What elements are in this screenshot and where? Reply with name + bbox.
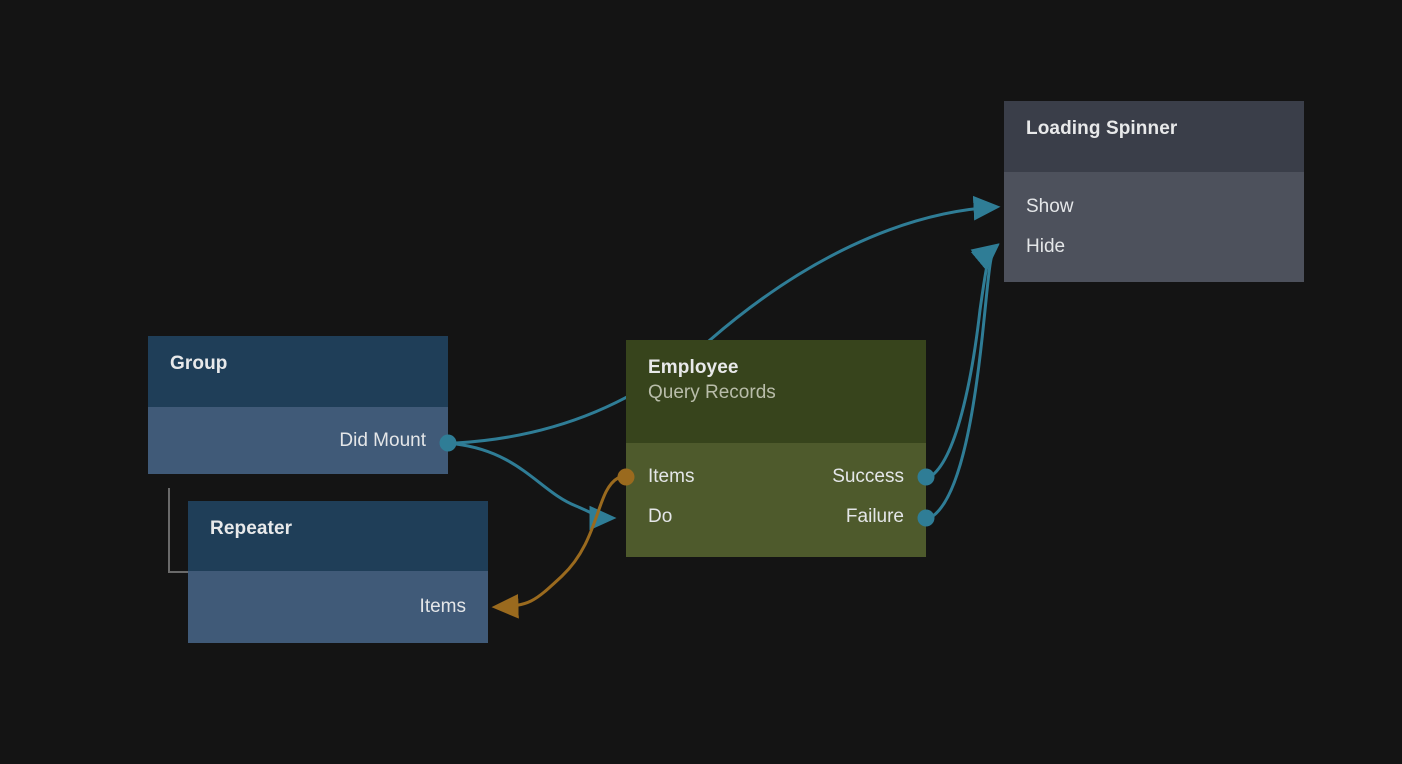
port-label-did-mount: Did Mount	[339, 429, 426, 451]
port-label-repeater-items: Items	[419, 596, 466, 617]
node-loading-spinner-title: Loading Spinner	[1026, 118, 1178, 139]
node-repeater-header[interactable]: Repeater	[188, 501, 488, 571]
node-group[interactable]: Group Did Mount	[148, 336, 448, 474]
port-row-repeater-items[interactable]: Items	[188, 571, 488, 643]
port-row-employee-do-failure[interactable]: Do Failure	[626, 497, 926, 537]
port-label-employee-items: Items	[648, 466, 695, 487]
node-group-title: Group	[170, 353, 228, 374]
port-row-hide[interactable]: Hide	[1004, 227, 1304, 267]
port-label-hide: Hide	[1026, 236, 1066, 257]
node-loading-spinner-body: Show Hide	[1004, 172, 1304, 282]
node-employee-body: Items Success Do Failure	[626, 443, 926, 557]
port-row-employee-items-success[interactable]: Items Success	[626, 457, 926, 497]
node-loading-spinner[interactable]: Loading Spinner Show Hide	[1004, 101, 1304, 282]
node-loading-spinner-header[interactable]: Loading Spinner	[1004, 101, 1304, 172]
port-label-show: Show	[1026, 196, 1074, 217]
node-group-header[interactable]: Group	[148, 336, 448, 407]
node-employee[interactable]: Employee Query Records Items Success Do …	[626, 340, 926, 557]
node-employee-subtitle: Query Records	[648, 382, 776, 403]
port-row-did-mount[interactable]: Did Mount	[148, 407, 448, 474]
node-repeater-title: Repeater	[210, 518, 293, 539]
port-row-show[interactable]: Show	[1004, 187, 1304, 227]
port-label-employee-failure: Failure	[845, 506, 904, 527]
node-employee-header[interactable]: Employee Query Records	[626, 340, 926, 443]
node-employee-title: Employee	[648, 357, 739, 378]
node-repeater[interactable]: Repeater Items	[188, 501, 488, 643]
port-label-employee-success: Success	[832, 466, 904, 487]
child-bracket-group-repeater	[168, 488, 188, 573]
node-repeater-body: Items	[188, 571, 488, 643]
port-label-employee-do: Do	[648, 506, 673, 527]
node-group-body: Did Mount	[148, 407, 448, 474]
